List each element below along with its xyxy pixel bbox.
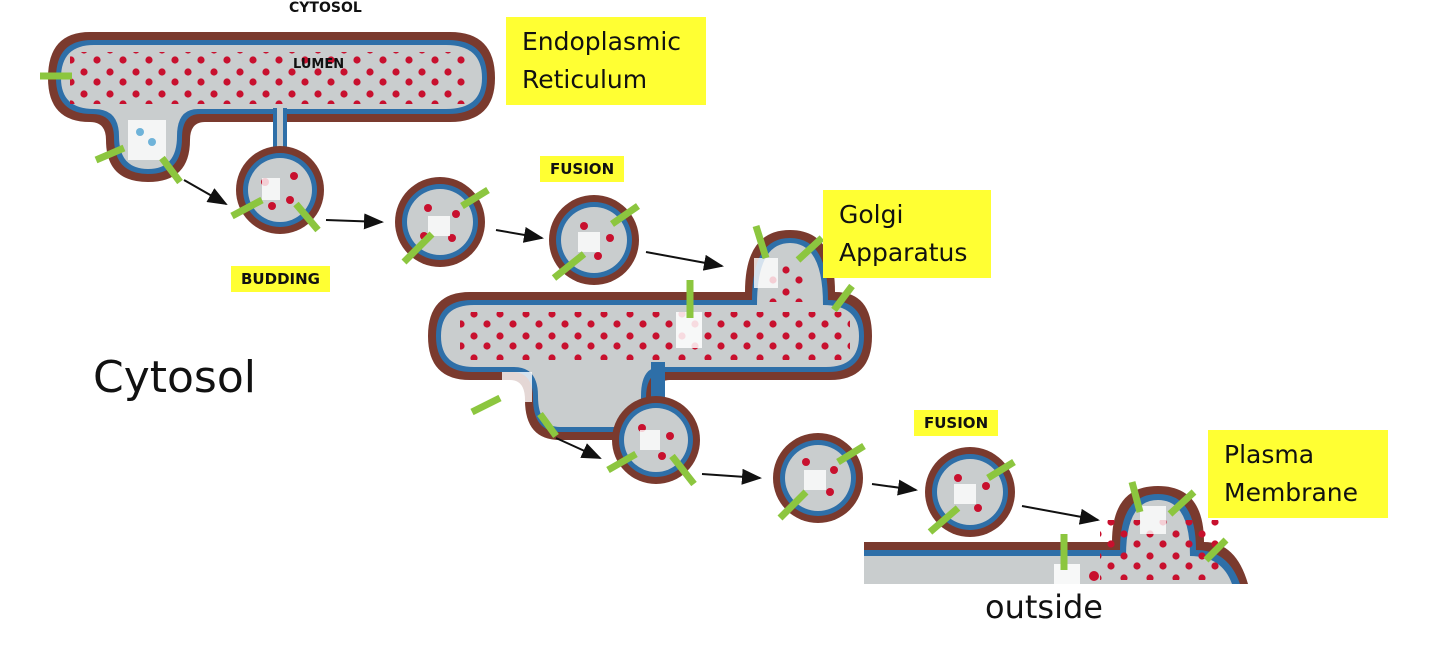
top-cytosol-label: CYTOSOL — [289, 0, 362, 16]
arrow-vesicle-to-vesicle-2 — [871, 479, 918, 496]
fusion-label-1: FUSION — [540, 156, 625, 182]
transport-vesicle-2 — [549, 195, 640, 285]
fusion-label-2: FUSION — [914, 410, 999, 436]
er-label-box: Endoplasmic Reticulum — [506, 17, 706, 105]
cytosol-label: Cytosol — [93, 352, 257, 403]
transport-vesicle-4 — [925, 447, 1016, 537]
arrow-vesicle-to-membrane — [1021, 505, 1100, 525]
budding-label: BUDDING — [231, 266, 330, 292]
golgi-label-box: Golgi Apparatus — [823, 190, 991, 278]
lumen-label: LUMEN — [293, 57, 345, 72]
transport-arrows — [183, 179, 1100, 525]
plasma-label-line-2: Membrane — [1224, 478, 1358, 507]
transport-vesicle-3 — [773, 433, 866, 523]
arrow-er-to-bud — [183, 179, 228, 205]
er-organelle — [40, 32, 495, 234]
arrow-vesicle-to-golgi — [645, 251, 724, 271]
transport-vesicle-1 — [395, 177, 490, 267]
arrow-golgi-to-bud — [555, 437, 602, 459]
arrow-bud-to-vesicle — [325, 213, 384, 230]
outside-label: outside — [985, 588, 1103, 626]
er-label-line-1: Endoplasmic — [522, 27, 682, 56]
plasma-membrane-label-box: Plasma Membrane — [1208, 430, 1388, 518]
er-label-line-2: Reticulum — [522, 65, 648, 94]
arrow-golgi-bud-to-vesicle — [701, 468, 762, 485]
plasma-membrane — [864, 481, 1248, 590]
plasma-label-line-1: Plasma — [1224, 440, 1315, 469]
golgi-organelle — [428, 224, 872, 487]
golgi-label-line-2: Apparatus — [839, 238, 968, 267]
arrow-vesicle-to-vesicle — [495, 227, 544, 243]
golgi-label-line-1: Golgi — [839, 200, 904, 229]
